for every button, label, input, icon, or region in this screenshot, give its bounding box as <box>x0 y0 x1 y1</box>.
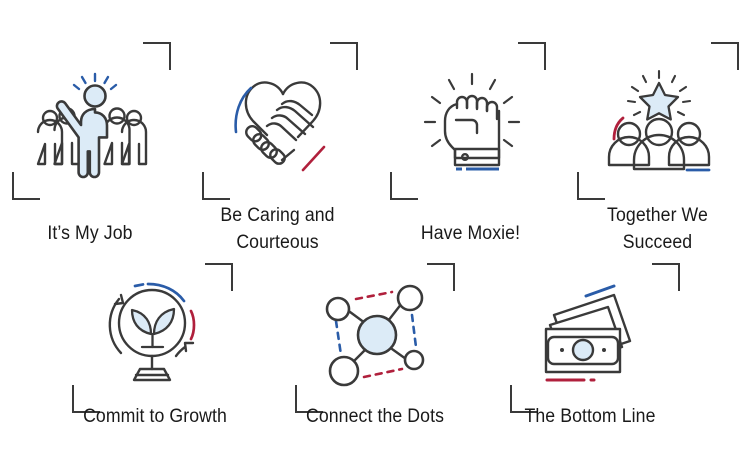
network-nodes-icon <box>320 283 430 388</box>
corner-bracket-top-right <box>518 42 546 70</box>
corner-bracket-top-right <box>711 42 739 70</box>
team-star-icon <box>601 68 717 176</box>
corner-bracket-top-right <box>330 42 358 70</box>
value-card-the-bottom-line[interactable]: The Bottom Line <box>480 255 700 450</box>
value-label: Together We Succeed <box>607 205 708 253</box>
value-card-commit-to-growth[interactable]: Commit to Growth <box>50 255 260 450</box>
value-label: Connect the Dots <box>305 406 445 427</box>
value-card-have-moxie[interactable]: Have Moxie! <box>378 30 563 250</box>
raised-hand-person-group-icon <box>28 68 156 179</box>
value-card-be-caring-and-courteous[interactable]: Be Caring and Courteous <box>180 30 375 270</box>
corner-bracket-bottom-left <box>295 385 323 413</box>
corner-bracket-top-right <box>652 263 680 291</box>
corner-bracket-bottom-left <box>390 172 418 200</box>
corner-bracket-bottom-left <box>510 385 538 413</box>
corner-bracket-top-right <box>427 263 455 291</box>
value-label: The Bottom Line <box>524 406 656 427</box>
value-card-its-my-job[interactable]: It’s My Job <box>0 30 180 250</box>
corner-bracket-bottom-left <box>12 172 40 200</box>
value-label: Be Caring and Courteous <box>220 205 335 253</box>
corner-bracket-bottom-left <box>577 172 605 200</box>
value-label: It’s My Job <box>47 223 133 244</box>
banknotes-icon <box>538 283 653 388</box>
value-label: Have Moxie! <box>420 223 521 244</box>
value-label: Commit to Growth <box>83 406 227 427</box>
heart-handshake-icon <box>220 72 345 177</box>
globe-sprout-icon <box>102 277 210 385</box>
corner-bracket-top-right <box>143 42 171 70</box>
corner-bracket-top-right <box>205 263 233 291</box>
value-card-connect-the-dots[interactable]: Connect the Dots <box>275 255 475 450</box>
corner-bracket-bottom-left <box>72 385 100 413</box>
corner-bracket-bottom-left <box>202 172 230 200</box>
raised-fist-icon <box>416 70 528 175</box>
value-card-together-we-succeed[interactable]: Together We Succeed <box>565 30 750 270</box>
